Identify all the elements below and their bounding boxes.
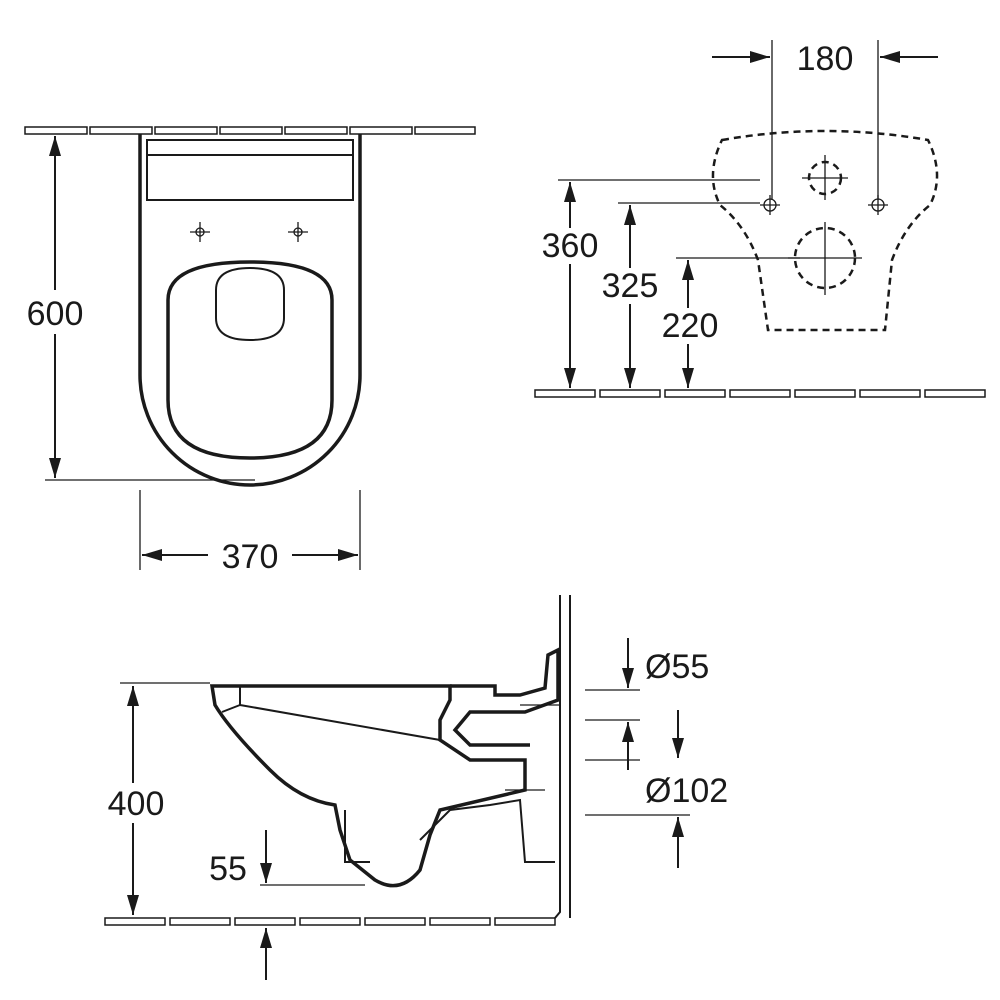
wall-line — [554, 595, 571, 919]
rear-profile — [450, 647, 560, 747]
bowl-profile — [209, 684, 527, 888]
wall-view: 180 360 325 220 — [534, 40, 986, 398]
height-220-label: 220 — [662, 307, 719, 345]
bowl-outline — [138, 134, 362, 487]
floor-bar-side — [104, 917, 556, 926]
side-view: 400 55 Ø55 Ø102 — [98, 595, 728, 980]
inlet-diameter-label: Ø55 — [645, 648, 709, 686]
width-dimension-label: 370 — [222, 538, 279, 576]
outlet-diameter-label: Ø102 — [645, 772, 728, 810]
fixing-crosshair-icon — [190, 222, 308, 242]
hole-spacing-label: 180 — [797, 40, 854, 78]
bolt-crosshair-icon — [760, 195, 888, 215]
floor-gap-label: 55 — [209, 850, 247, 888]
height-325-label: 325 — [602, 267, 659, 305]
tank-strip — [146, 139, 354, 201]
height-400-label: 400 — [108, 785, 165, 823]
top-view: 600 370 — [15, 126, 476, 576]
mounting-outline — [711, 129, 939, 332]
height-360-label: 360 — [542, 227, 599, 265]
seat-outline — [166, 260, 334, 460]
wall-bar-top — [24, 126, 476, 135]
lid-outline — [215, 266, 285, 342]
floor-bar-wall — [534, 389, 986, 398]
depth-dimension-label: 600 — [27, 295, 84, 333]
inner-profile — [212, 685, 555, 863]
